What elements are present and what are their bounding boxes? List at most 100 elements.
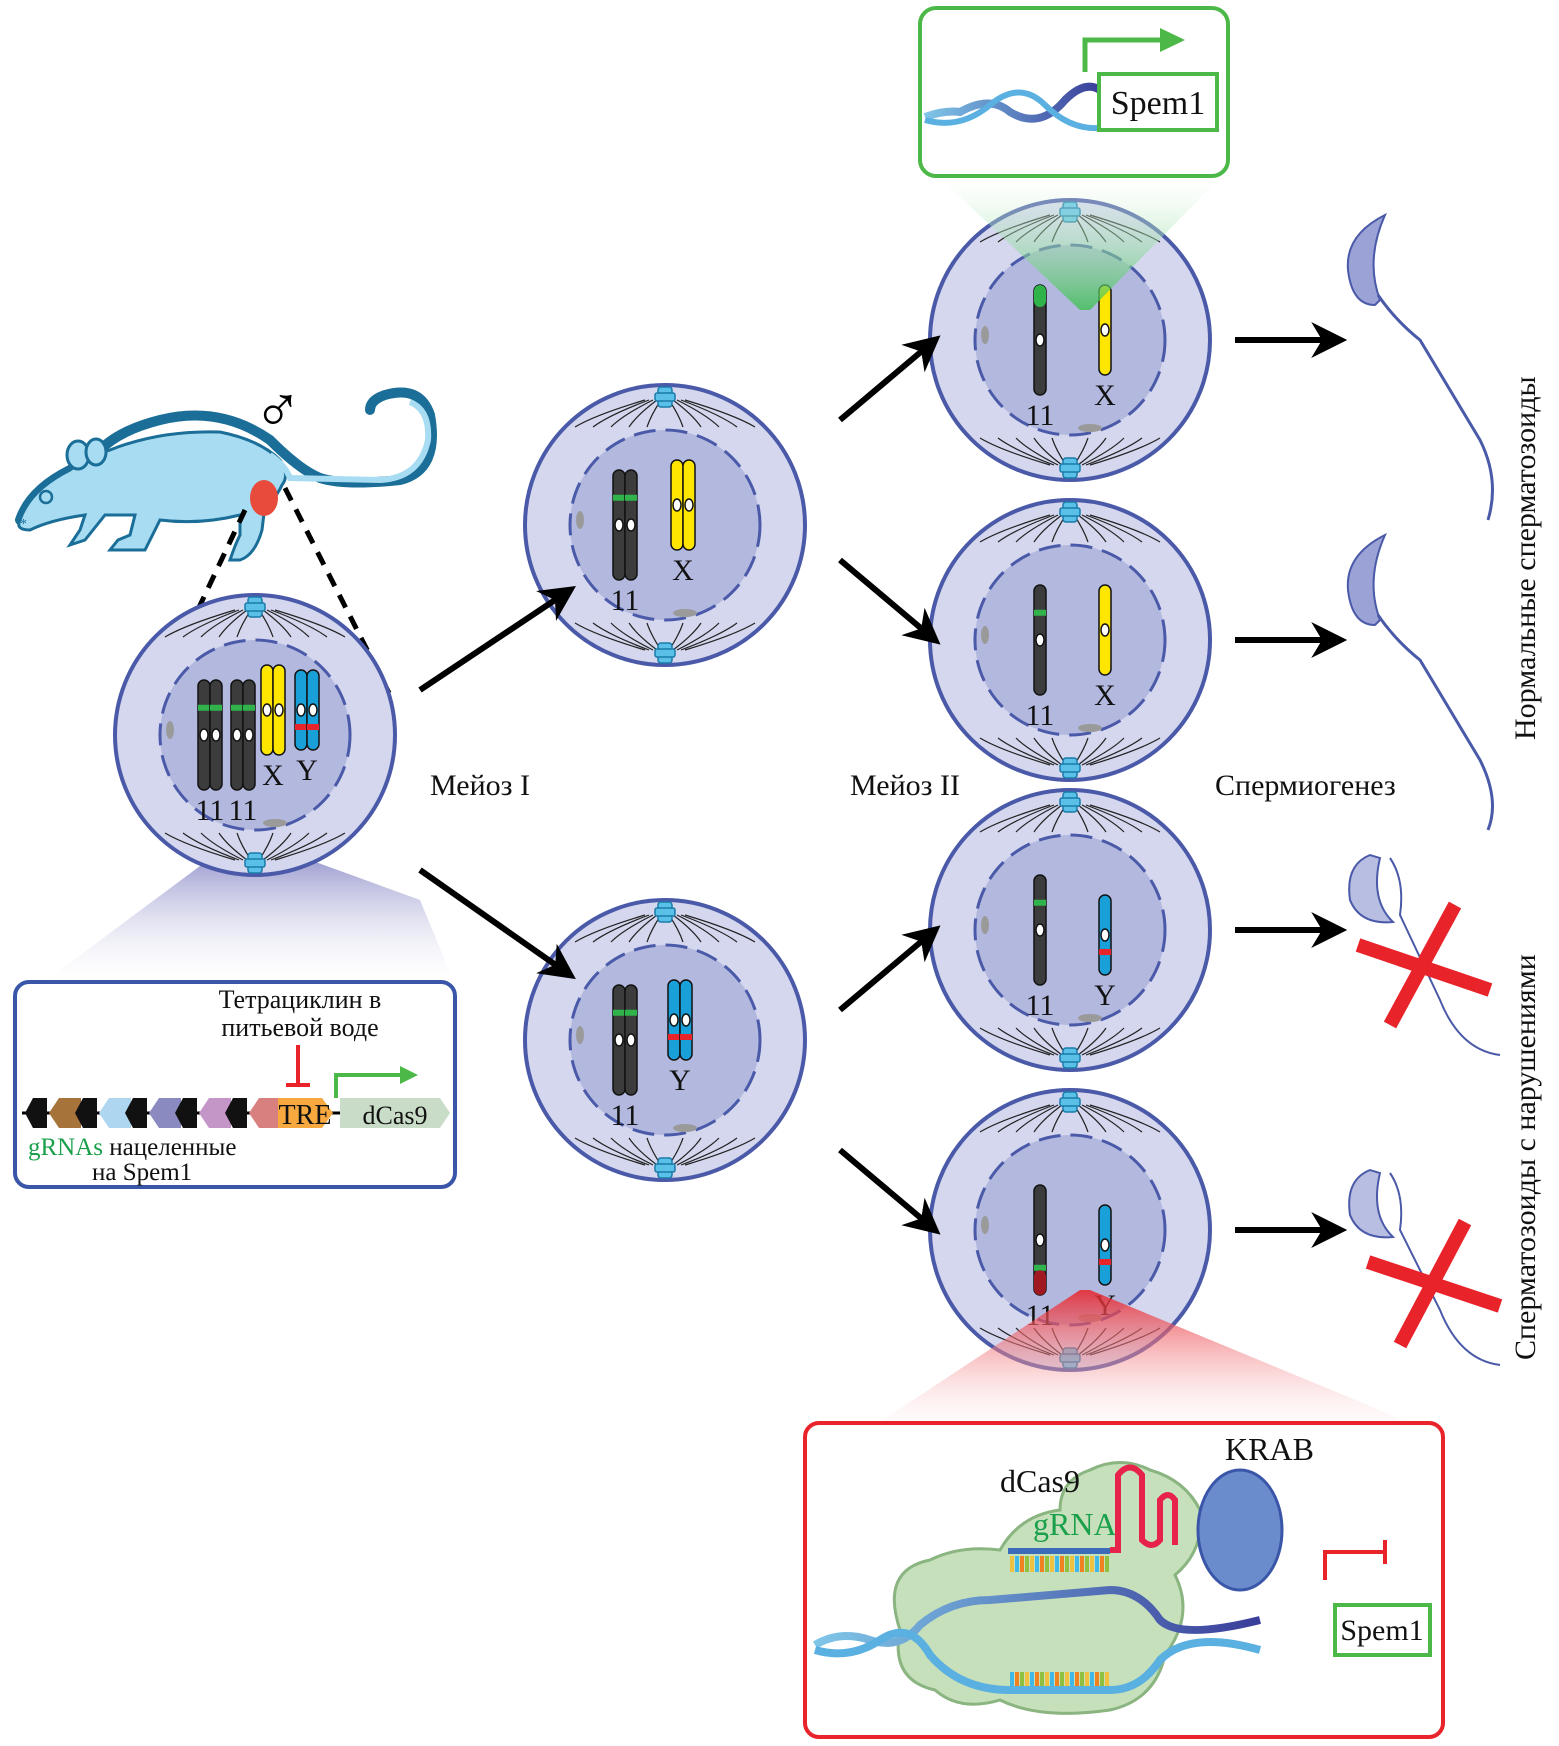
terminator-block	[225, 1098, 247, 1128]
repression-beam	[860, 1290, 1440, 1435]
dna-strand-bottom	[813, 1628, 1262, 1694]
krab-label: KRAB	[1225, 1431, 1314, 1467]
chromosome-11: 11	[611, 984, 639, 1132]
male-symbol-icon: ♂	[253, 374, 303, 447]
repression-gene-label: Spem1	[1340, 1614, 1423, 1647]
dna-strand-top	[812, 1585, 1261, 1649]
grna-block	[249, 1098, 281, 1128]
arrows	[418, 322, 1348, 1248]
chromosome-11: 11	[1026, 874, 1055, 1022]
arrow-meiosis2-b	[838, 557, 941, 645]
chromosome-label: 11	[1026, 699, 1055, 732]
cell-meiosis1-y: 11Y	[523, 898, 807, 1182]
target-bases	[1010, 1672, 1109, 1686]
gene-box-spem1	[1097, 72, 1219, 132]
dna-helix-icon	[923, 82, 1103, 123]
testis-highlight	[250, 480, 278, 516]
stage-label-spermiogenesis: Спермиогенез	[1215, 769, 1396, 802]
tre-label: TRE	[279, 1100, 332, 1131]
krab-domain-icon	[1196, 1468, 1284, 1592]
chromosome-11: 11	[1026, 284, 1055, 432]
repressed-gene-box	[1333, 1603, 1432, 1657]
repression-inhibition-icon	[1323, 1550, 1385, 1580]
grna-block	[99, 1098, 131, 1128]
chromosome-label: Y	[669, 1064, 691, 1097]
chromosome-y: Y	[667, 979, 693, 1097]
dcas9-protein-icon	[892, 1461, 1203, 1715]
chromosome-label: 11	[229, 794, 258, 827]
zoom-line	[157, 508, 248, 692]
nuclear-envelope	[568, 943, 762, 1137]
terminator-block	[125, 1098, 147, 1128]
mouse-ear	[84, 437, 108, 467]
dcas9-construct-label: dCas9	[363, 1101, 428, 1130]
grna-block	[49, 1098, 81, 1128]
construct-box: Тетрациклин в питьевой воде TRE dCas9 gR…	[13, 980, 457, 1189]
chromosome-x: X	[1094, 584, 1116, 712]
activation-gene-label: Spem1	[1111, 85, 1205, 122]
chromosome-label: 11	[611, 584, 640, 617]
chromosome-11: 11	[611, 469, 640, 617]
promoter-arrow-icon	[334, 1073, 405, 1098]
grna-target-label-line1: gRNAs нацеленные	[28, 1134, 236, 1161]
sperm-abnormal-2	[1348, 1168, 1503, 1366]
chromosome-x: X	[260, 664, 286, 792]
cell-meiosis2-x: 11 X	[928, 498, 1212, 782]
dcas9-block	[340, 1098, 450, 1128]
chromosome-11: 11	[196, 679, 225, 827]
stage-label-meiosis2: Мейоз II	[850, 769, 960, 802]
arrow-meiosis2-d	[838, 1147, 941, 1235]
grna-label: gRNA	[1033, 1506, 1117, 1542]
grna-bases	[1010, 1556, 1109, 1572]
chromosome-label: 11	[1026, 399, 1055, 432]
sperm-normal-1	[1346, 212, 1494, 521]
cell-meiosis2-y: 11 Y	[928, 788, 1212, 1072]
terminator-block	[25, 1098, 47, 1128]
chromosome-label: 11	[196, 794, 225, 827]
inducer-label-line2: питьевой воде	[221, 1013, 378, 1042]
chromosome-x: X	[1094, 284, 1116, 412]
chromosome-label: X	[262, 759, 284, 792]
arrow-meiosis1-upper	[418, 586, 576, 693]
construct-beam	[40, 840, 455, 985]
svg-text:*: *	[20, 517, 27, 532]
side-label-normal: Нормальные сперматозоиды	[1509, 376, 1542, 740]
chromosome-label: X	[1094, 379, 1116, 412]
chromosome-y: Y	[1094, 894, 1116, 1012]
terminator-block	[75, 1098, 97, 1128]
transcription-arrow-icon	[1082, 37, 1170, 72]
activation-beam	[940, 178, 1220, 310]
tre-block	[278, 1098, 333, 1128]
sperm-abnormal-1	[1348, 853, 1501, 1056]
chromosome-label: X	[1094, 679, 1116, 712]
mouse-eye	[38, 489, 54, 505]
activation-box: Spem1	[918, 6, 1230, 178]
inducer-label-line1: Тетрациклин в	[219, 985, 382, 1014]
arrow-meiosis2-c	[838, 925, 941, 1013]
nuclear-envelope	[568, 428, 762, 622]
chromosome-11: 11	[229, 679, 258, 827]
nuclear-envelope	[973, 543, 1167, 737]
grna-target-label-line2: на Spem1	[92, 1159, 192, 1186]
grna-block	[149, 1098, 181, 1128]
grna-block	[199, 1098, 231, 1128]
cell-meiosis1-x: 11 X	[523, 383, 807, 667]
sperm-normal-2	[1346, 532, 1494, 831]
mouse-illustration: * ♂	[15, 374, 437, 562]
chromosome-y: Y	[294, 669, 320, 787]
chromosome-label: 11	[1026, 989, 1055, 1022]
chromosome-label: X	[672, 554, 694, 587]
arrow-meiosis1-lower	[418, 867, 576, 980]
repression-dcas9-label: dCas9	[1000, 1463, 1080, 1499]
repression-box: dCas9 KRAB gRNA Spem1	[803, 1421, 1445, 1739]
mouse-body	[17, 430, 287, 562]
terminator-block	[175, 1098, 197, 1128]
cell-meiosis2-x-active: 11 X	[928, 198, 1212, 482]
grna-cassettes	[25, 1098, 281, 1128]
arrow-meiosis2-a	[838, 335, 941, 423]
nuclear-envelope	[973, 243, 1167, 437]
nuclear-envelope	[973, 833, 1167, 1027]
